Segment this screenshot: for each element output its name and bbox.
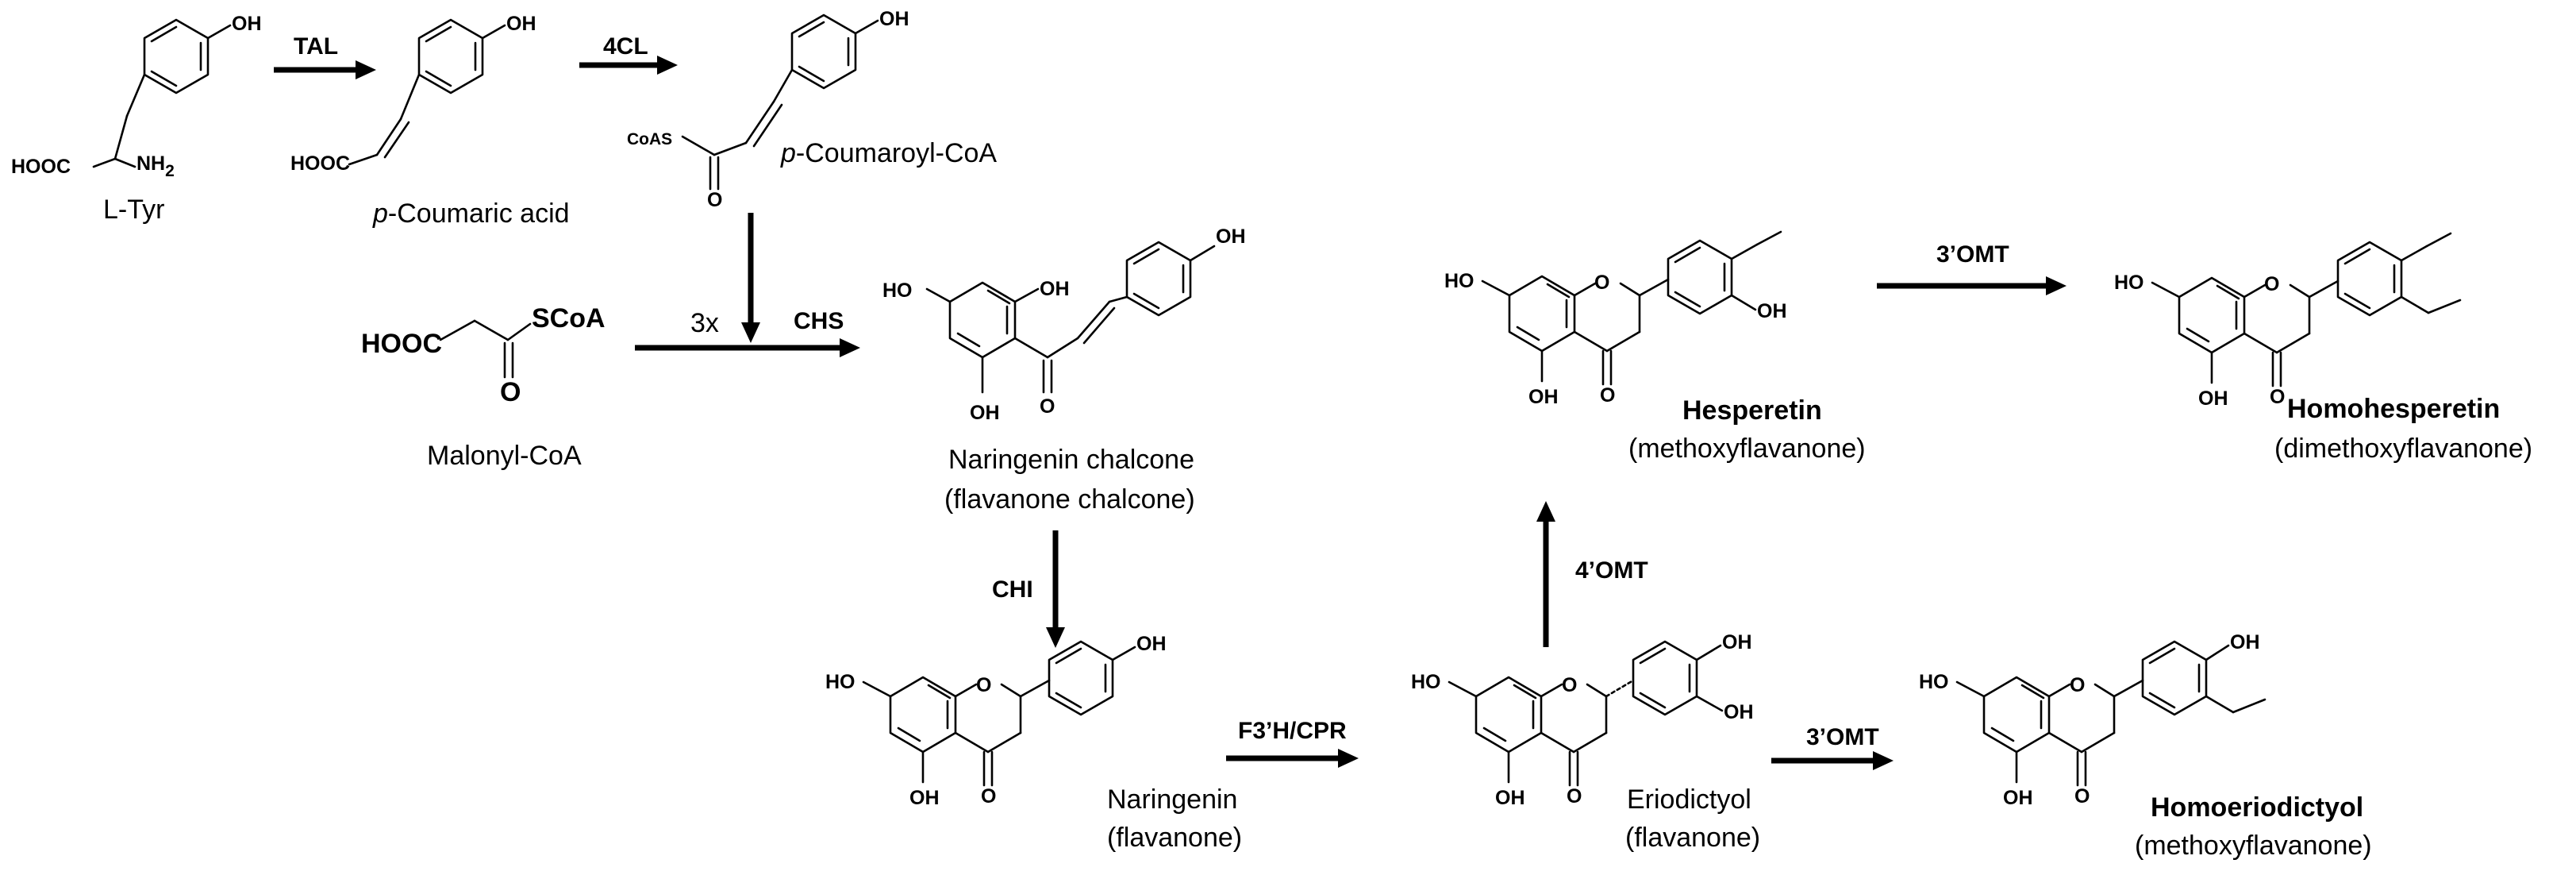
atom-hooc: HOOC [361, 329, 442, 359]
atom-hooc: HOOC [11, 156, 71, 178]
l-tyr-label: L-Tyr [103, 195, 164, 225]
atom-o: O [1562, 674, 1577, 696]
atom-oh: OH [1528, 386, 1559, 408]
homoeriodictyol-label: Homoeriodictyol [2151, 792, 2363, 823]
atom-oh: OH [879, 8, 909, 30]
enzyme-tal: TAL [294, 33, 338, 60]
atom-ho: HO [1411, 671, 1441, 693]
atom-oh: OH [970, 402, 1000, 424]
atom-oh: OH [1724, 701, 1754, 723]
hesperetin-structure: O HO OH O O OH [1444, 230, 1787, 408]
atom-nh2: NH2 [136, 152, 175, 180]
naringenin-chalcone-class: (flavanone chalcone) [944, 484, 1195, 515]
atom-ho: HO [1444, 270, 1474, 292]
eriodictyol-structure: O HO OH O OH OH [1411, 631, 1754, 809]
enzyme-4cl: 4CL [603, 33, 648, 60]
atom-o: O [1567, 785, 1582, 808]
atom-oh: OH [506, 13, 536, 35]
atom-o: O [1600, 384, 1615, 407]
atom-oh: OH [2003, 787, 2033, 809]
atom-oh: OH [1722, 631, 1752, 653]
arrow-chs [635, 338, 860, 357]
atom-o: O [2264, 273, 2279, 295]
hesperetin-label: Hesperetin [1682, 395, 1822, 426]
arrow-4omt [1536, 501, 1555, 647]
atom-oh: OH [1216, 225, 1246, 248]
enzyme-f3h-cpr: F3’H/CPR [1238, 718, 1347, 744]
atom-o: O [2074, 785, 2090, 808]
naringenin-label: Naringenin [1107, 784, 1237, 815]
arrow-chi [1046, 530, 1065, 648]
naringenin-structure: O HO OH O OH [825, 633, 1167, 809]
atom-o: O [1040, 395, 1055, 418]
arrow-coumaroyl-to-chs [741, 213, 760, 343]
atom-o: O [981, 785, 996, 808]
chs-multiplier: 3x [690, 308, 719, 338]
coumaric-acid-structure: OH HOOC [290, 13, 536, 175]
atom-o: O [976, 674, 991, 696]
homoeriodictyol-structure: O HO OH O OH [1919, 631, 2266, 809]
enzyme-chs: CHS [794, 308, 844, 334]
naringenin-chalcone-label: Naringenin chalcone [948, 445, 1194, 475]
arrow-3omt-top [1877, 276, 2067, 295]
atom-o: O [500, 377, 521, 407]
atom-ho: HO [2114, 272, 2144, 294]
atom-oh: OH [1136, 633, 1167, 655]
atom-o: O [2070, 674, 2085, 696]
atom-o: O [2270, 386, 2285, 408]
atom-o: O [707, 189, 722, 211]
naringenin-chalcone-structure: HO OH OH O OH [882, 225, 1246, 424]
enzyme-3omt-bottom: 3’OMT [1806, 724, 1879, 750]
homohesperetin-label: Homohesperetin [2287, 394, 2500, 424]
atom-oh: OH [909, 787, 940, 809]
atom-ho: HO [825, 671, 855, 693]
atom-o: O [1594, 272, 1609, 294]
atom-oh: OH [1040, 278, 1070, 300]
enzyme-chi: CHI [992, 576, 1033, 603]
naringenin-class: (flavanone) [1107, 823, 1242, 853]
arrow-4cl [579, 56, 678, 75]
hesperetin-class: (methoxyflavanone) [1628, 434, 1866, 464]
atom-coas: CoAS [627, 130, 672, 148]
arrow-3omt-bottom [1771, 751, 1894, 770]
atom-ho: HO [882, 279, 913, 302]
atom-ho: HO [1919, 671, 1949, 693]
eriodictyol-class: (flavanone) [1625, 823, 1760, 853]
coumaroyl-coa-structure: OH CoAS O [627, 8, 909, 211]
malonyl-coa-label: Malonyl-CoA [427, 441, 582, 471]
eriodictyol-label: Eriodictyol [1627, 784, 1751, 815]
arrow-f3h [1226, 749, 1359, 768]
malonyl-coa-structure: HOOC SCoA O [361, 303, 606, 407]
atom-oh: OH [232, 13, 262, 35]
coumaric-acid-label: p-Coumaric acid [372, 199, 570, 229]
enzyme-4omt: 4’OMT [1575, 557, 1648, 584]
atom-scoa: SCoA [532, 303, 606, 333]
homohesperetin-class: (dimethoxyflavanone) [2274, 434, 2532, 464]
coumaroyl-coa-label: p-Coumaroyl-CoA [780, 138, 997, 168]
atom-oh: OH [2198, 387, 2228, 410]
arrow-tal [274, 60, 376, 79]
atom-oh: OH [2230, 631, 2260, 653]
homoeriodictyol-class: (methoxyflavanone) [2135, 831, 2372, 861]
atom-oh: OH [1495, 787, 1525, 809]
atom-oh: OH [1757, 300, 1787, 322]
atom-hooc: HOOC [290, 152, 350, 175]
l-tyr-structure: OH HOOC NH2 [11, 13, 262, 180]
homohesperetin-structure: O HO OH O [2114, 232, 2462, 410]
enzyme-3omt-top: 3’OMT [1936, 241, 2009, 268]
